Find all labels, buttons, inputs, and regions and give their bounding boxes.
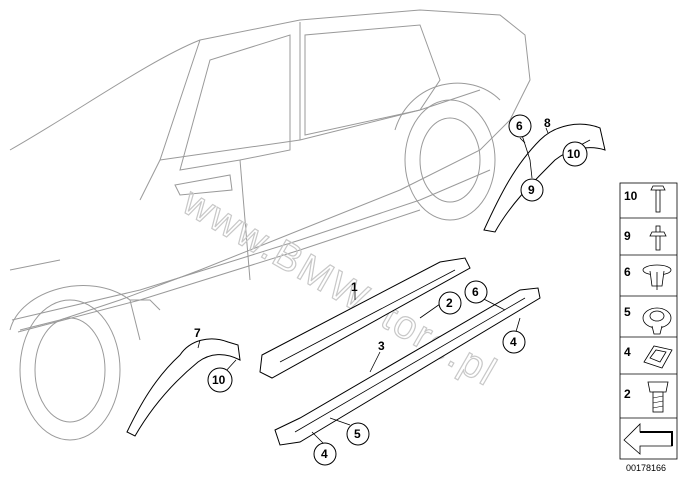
- side-sill-panel: [274, 287, 541, 446]
- rivet-icon: [649, 225, 667, 251]
- callout-6-sill: 6: [464, 280, 488, 304]
- callout-10-front: 10: [207, 367, 233, 393]
- document-number: 00178166: [626, 463, 666, 473]
- callout-7: 7: [194, 326, 201, 340]
- callout-number: 8: [544, 116, 551, 130]
- callout-number: 6: [472, 285, 479, 299]
- legend-number: 6: [624, 265, 631, 279]
- retainer-icon: [643, 345, 673, 369]
- vehicle-outline: [9, 9, 531, 441]
- callout-5: 5: [346, 422, 370, 446]
- legend-number: 9: [624, 229, 631, 243]
- callout-number: 6: [516, 119, 523, 133]
- callout-number: 9: [528, 183, 535, 197]
- callout-2: 2: [438, 291, 462, 315]
- callout-4-left: 4: [313, 442, 337, 466]
- rear-wheel-arch-trim: [483, 123, 606, 233]
- callout-number: 7: [194, 326, 201, 340]
- callout-number: 1: [351, 280, 358, 294]
- legend-number: 4: [624, 345, 631, 359]
- bolt-icon: [647, 381, 669, 413]
- rivet-icon: [650, 185, 666, 213]
- watermark-text: www.BMWstore.pl: [175, 179, 505, 395]
- callout-8: 8: [544, 116, 551, 130]
- callout-1: 1: [351, 280, 358, 294]
- legend-row-4: 4: [624, 345, 673, 369]
- clip-icon: [642, 264, 672, 290]
- legend-row-arrow: [623, 423, 673, 455]
- legend-number: 5: [624, 305, 631, 319]
- direction-arrow-icon: [623, 423, 673, 455]
- callout-6-arch: 6: [508, 114, 532, 138]
- callout-4-right: 4: [502, 330, 526, 354]
- callout-10-arch: 10: [562, 141, 588, 167]
- callout-9: 9: [520, 178, 544, 202]
- callout-number: 10: [567, 147, 581, 161]
- fastener-legend: 10 9 6 5: [619, 182, 678, 460]
- legend-row-6: 6: [624, 264, 672, 290]
- sill-carrier-rail: [259, 257, 471, 379]
- legend-number: 2: [624, 387, 631, 401]
- callout-number: 5: [354, 427, 361, 441]
- callout-number: 4: [321, 447, 328, 461]
- legend-row-10: 10: [624, 185, 666, 213]
- callout-number: 4: [510, 335, 517, 349]
- legend-row-9: 9: [624, 225, 667, 251]
- legend-number: 10: [624, 189, 638, 203]
- legend-row-2: 2: [624, 381, 669, 413]
- callout-number: 10: [212, 373, 226, 387]
- front-wheel-arch-trim: [126, 338, 241, 437]
- callout-number: 3: [378, 339, 385, 353]
- legend-row-5: 5: [624, 305, 672, 335]
- expanding-rivet-icon: [642, 307, 672, 335]
- callout-number: 2: [446, 296, 453, 310]
- callout-3: 3: [378, 339, 385, 353]
